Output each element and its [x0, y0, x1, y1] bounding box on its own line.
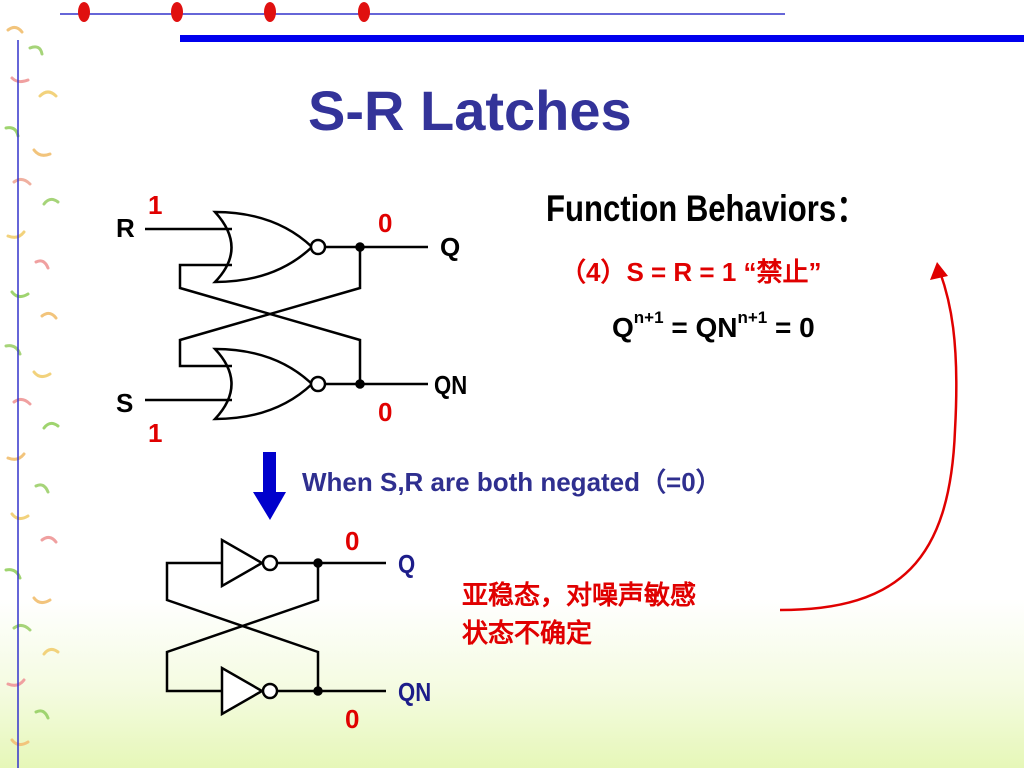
inv-output-qn-value: 0: [345, 704, 360, 734]
top-accent-bar: [180, 35, 1024, 42]
annotation-arrow-head: [930, 262, 948, 280]
inv-output-q-label: Q: [398, 549, 416, 579]
qn-junction-dot: [355, 379, 365, 389]
eq-superscript-qn: n+1: [737, 308, 768, 327]
eq-mid: = QN: [663, 312, 738, 343]
inv-q-junction-dot: [313, 558, 323, 568]
inverter-upper-bubble: [261, 554, 279, 572]
feedback-upper-input: [178, 263, 362, 384]
feedback-lower-input: [178, 247, 362, 368]
output-qn-label: QN: [434, 370, 468, 400]
nor-gate-upper: [212, 210, 314, 284]
inverter-upper: [220, 537, 265, 589]
q-junction-dot: [355, 242, 365, 252]
input-s-value: 1: [148, 418, 163, 448]
inv-output-q-value: 0: [345, 526, 360, 556]
output-q-label: Q: [440, 232, 461, 262]
inverter-latch: [165, 537, 386, 717]
nor-latch: [145, 210, 428, 421]
annotation-line-1: 亚稳态，对噪声敏感: [462, 580, 697, 610]
inv-qn-junction-dot: [313, 686, 323, 696]
output-qn-value: 0: [378, 397, 393, 427]
inverter-lower: [220, 665, 265, 717]
output-equation: Qn+1 = QNn+1 = 0: [612, 308, 815, 344]
inverter-lower-bubble: [261, 682, 279, 700]
annotation-line-2: 状态不确定: [462, 618, 593, 648]
nor-gate-lower: [212, 347, 314, 421]
decorative-leaf-border: [4, 25, 60, 747]
nor-gate-upper-bubble: [309, 238, 327, 256]
input-s-label: S: [116, 388, 134, 418]
down-arrow: [253, 452, 286, 520]
inv-output-qn-label: QN: [398, 677, 432, 707]
inv-feedback-upper: [165, 561, 320, 691]
annotation-curve-arrow: [779, 271, 958, 612]
inv-feedback-lower: [165, 563, 320, 693]
eq-base: Q: [612, 312, 634, 343]
eq-tail: = 0: [767, 312, 815, 343]
red-bullet-dots: [78, 2, 370, 22]
slide-title: S-R Latches: [308, 79, 632, 142]
function-heading: Function Behaviors：: [546, 188, 868, 229]
case-label: （4）S = R = 1 “禁止”: [560, 257, 822, 287]
output-q-value: 0: [378, 208, 393, 238]
input-r-value: 1: [148, 190, 163, 220]
eq-superscript-q: n+1: [633, 308, 664, 327]
transition-note: When S,R are both negated（=0）: [302, 467, 722, 497]
input-r-label: R: [116, 213, 135, 243]
nor-gate-lower-bubble: [309, 375, 327, 393]
